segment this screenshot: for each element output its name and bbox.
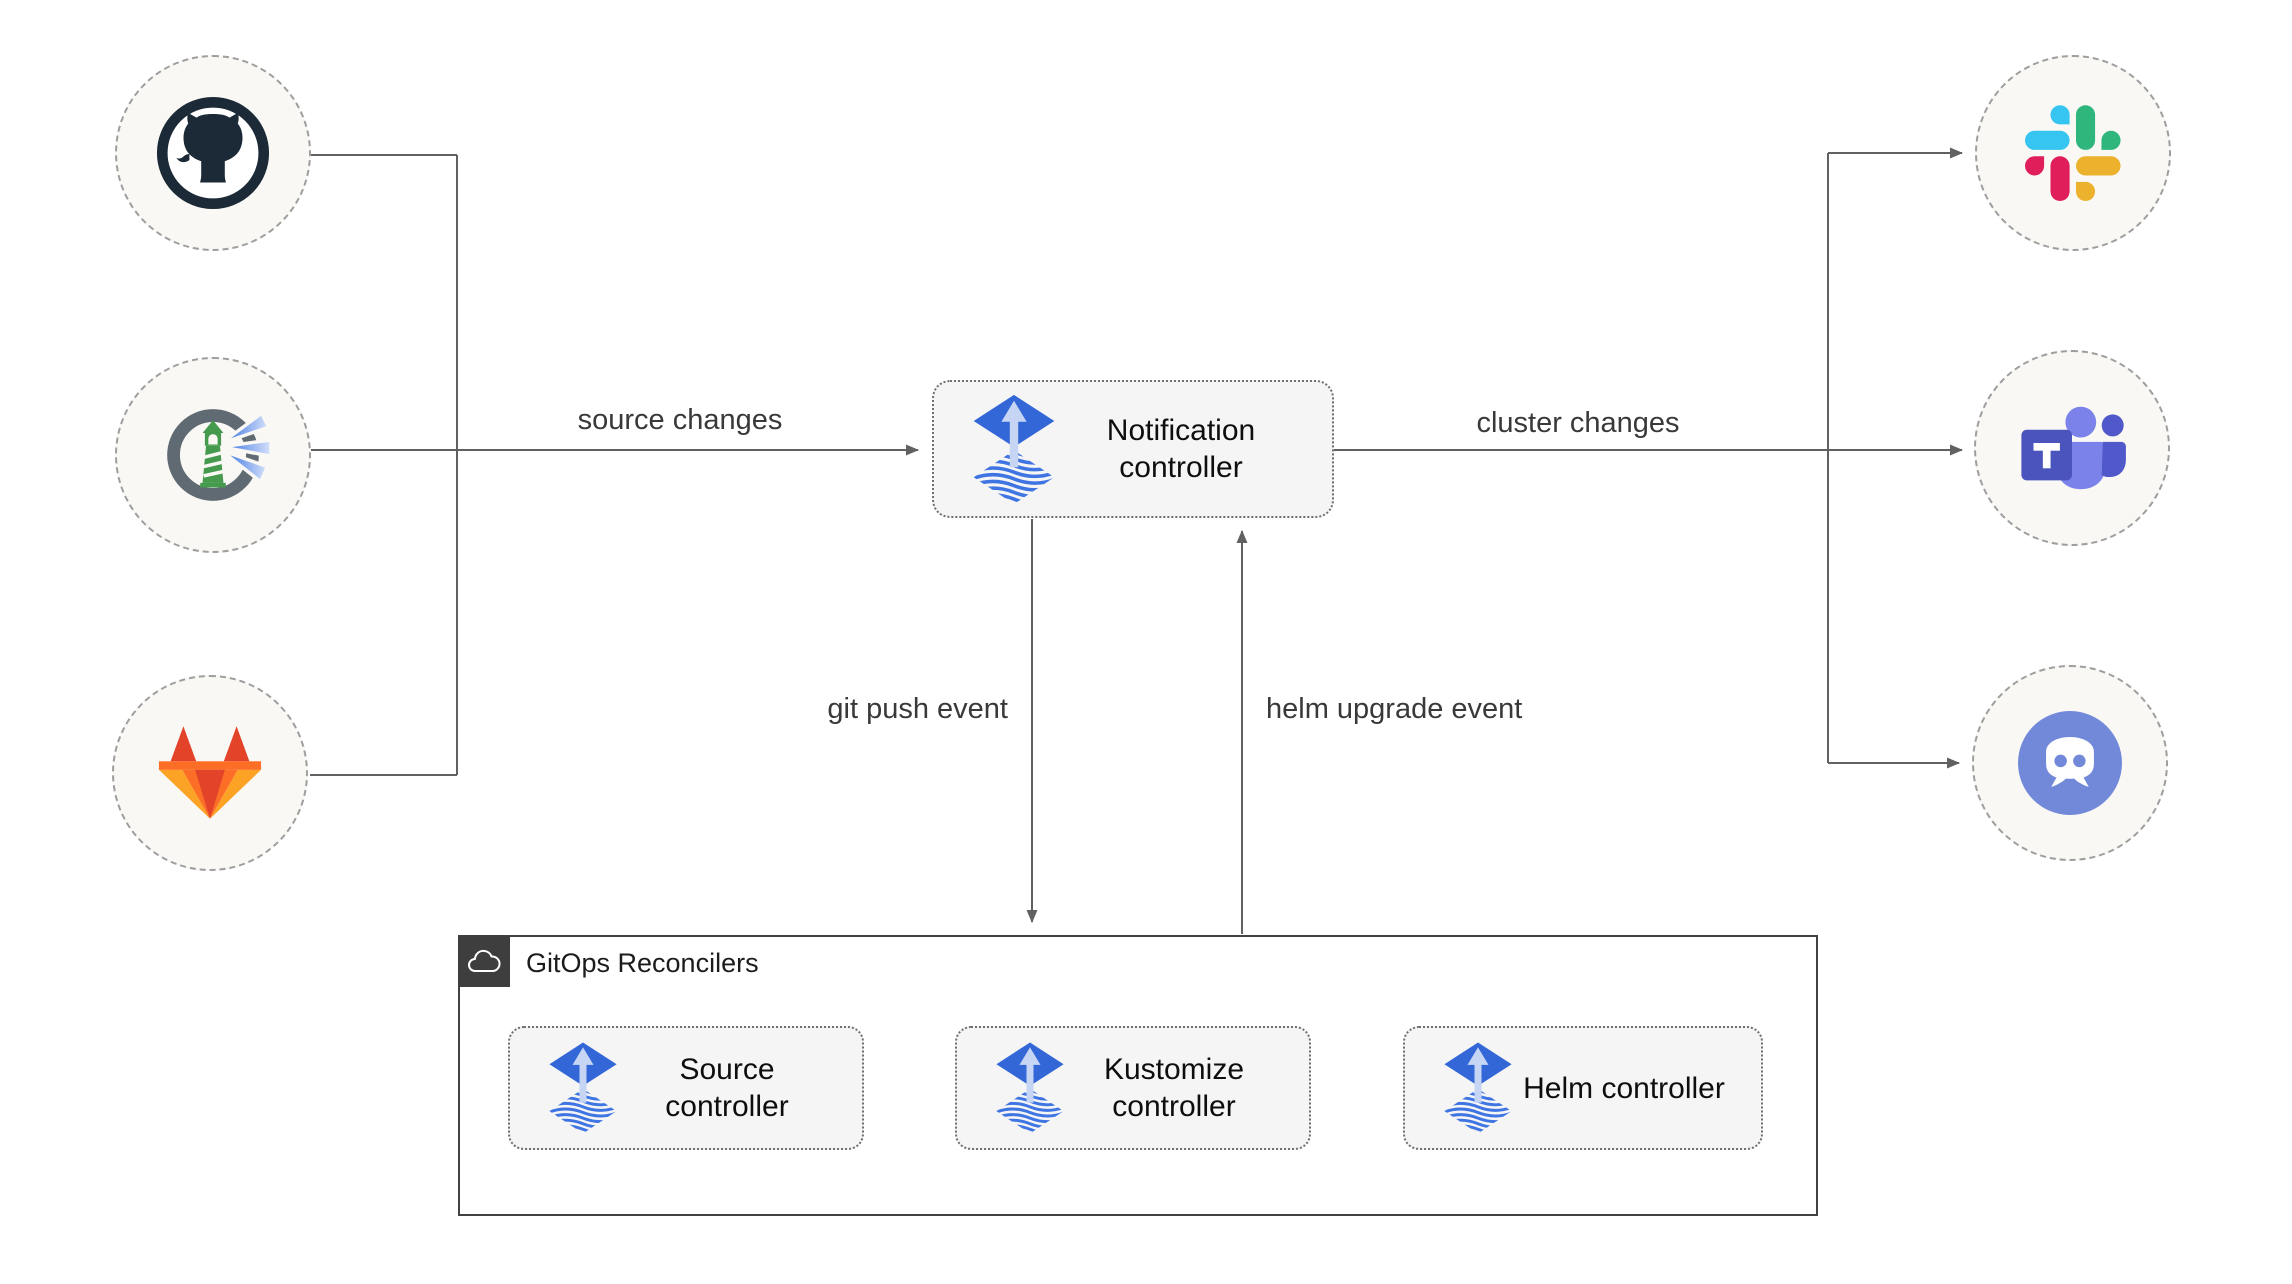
gitlab-icon (158, 726, 262, 819)
notification-controller-box[interactable]: Notification controller (932, 380, 1334, 518)
edge-label-source-changes: source changes (577, 404, 783, 436)
flux-icon (996, 1042, 1064, 1134)
cloud-icon (468, 949, 501, 972)
gitops-reconcilers-title: GitOps Reconcilers (526, 948, 759, 978)
node-gitlab[interactable] (112, 675, 308, 871)
flux-icon (973, 394, 1055, 504)
notification-controller-title: Notification controller (1106, 414, 1256, 484)
node-teams[interactable] (1974, 350, 2170, 546)
node-slack[interactable] (1975, 55, 2171, 251)
edge-label-git-push-event: git push event (827, 693, 1008, 725)
edge-label-cluster-changes: cluster changes (1476, 407, 1680, 439)
harbor-icon (167, 409, 271, 501)
flux-icon (549, 1042, 617, 1134)
microsoft-teams-icon (2021, 406, 2126, 489)
edge-label-helm-upgrade-event: helm upgrade event (1266, 693, 1523, 725)
cloud-badge (458, 935, 510, 987)
slack-icon (2025, 105, 2121, 201)
node-github[interactable] (115, 55, 311, 251)
helm-controller-title: Helm controller (1523, 1071, 1725, 1105)
source-controller-title: Source controller (665, 1053, 789, 1123)
helm-controller-box[interactable]: Helm controller (1403, 1026, 1763, 1150)
flux-icon (1444, 1042, 1512, 1134)
kustomize-controller-box[interactable]: Kustomize controller (955, 1026, 1311, 1150)
source-controller-box[interactable]: Source controller (508, 1026, 864, 1150)
discord-icon (2018, 711, 2122, 815)
node-discord[interactable] (1972, 665, 2168, 861)
github-icon (156, 96, 270, 210)
kustomize-controller-title: Kustomize controller (1103, 1053, 1245, 1123)
node-harbor[interactable] (115, 357, 311, 553)
